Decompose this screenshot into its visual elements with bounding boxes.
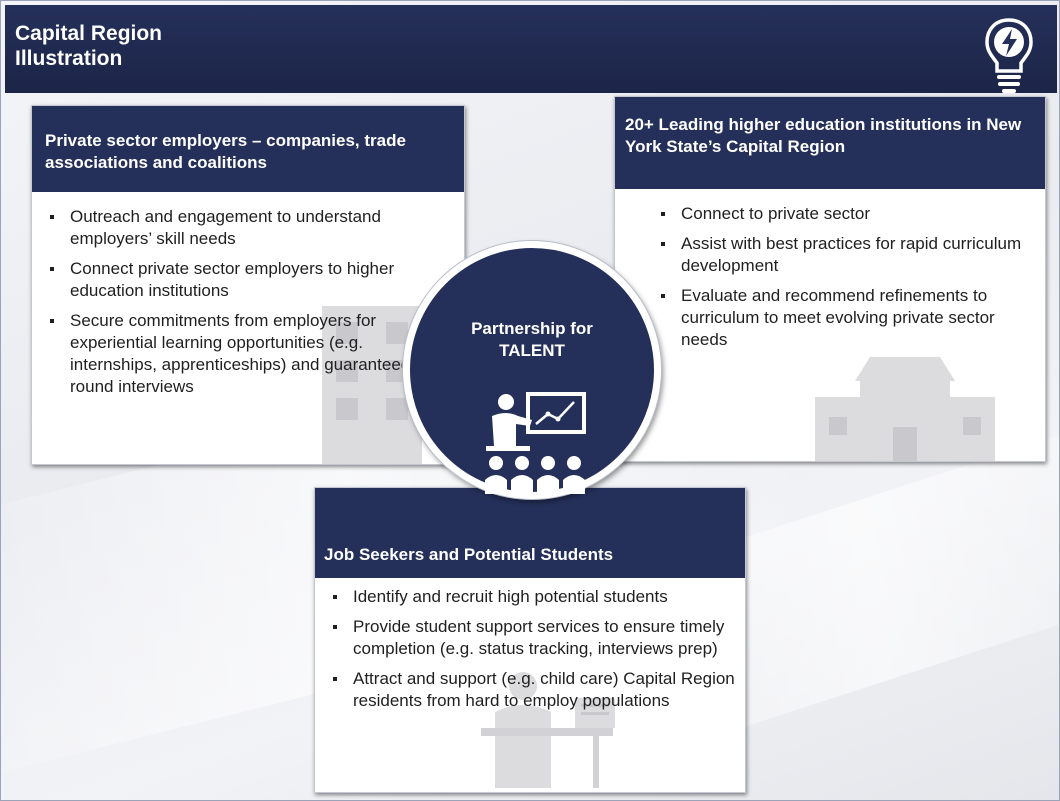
higher-ed-box: 20+ Leading higher education institution…	[614, 96, 1046, 462]
employers-heading: Private sector employers – companies, tr…	[32, 106, 464, 192]
list-item: Evaluate and recommend refinements to cu…	[655, 285, 1035, 351]
partnership-circle: Partnership for TALENT	[403, 241, 661, 499]
higher-ed-bullets: Connect to private sector Assist with be…	[615, 189, 1045, 351]
presenter-icon	[485, 392, 586, 494]
list-item: Provide student support services to ensu…	[327, 616, 737, 660]
list-item: Assist with best practices for rapid cur…	[655, 233, 1035, 277]
employers-bullets: Outreach and engagement to understand em…	[32, 192, 464, 398]
student-desk-icon	[481, 672, 615, 788]
list-item: Attract and support (e.g. child care) Ca…	[327, 668, 737, 712]
list-item: Secure commitments from employers for ex…	[44, 310, 454, 398]
students-box: Job Seekers and Potential Students Ident…	[314, 487, 746, 793]
partnership-label: Partnership for TALENT	[471, 319, 593, 360]
page-title: Capital Region Illustration	[15, 22, 163, 70]
university-icon	[815, 357, 995, 461]
students-bullets: Identify and recruit high potential stud…	[315, 578, 745, 712]
employers-box: Private sector employers – companies, tr…	[31, 105, 465, 465]
list-item: Outreach and engagement to understand em…	[44, 206, 454, 250]
list-item: Connect private sector employers to high…	[44, 258, 454, 302]
header-bar: Capital Region Illustration	[5, 5, 1057, 93]
list-item: Identify and recruit high potential stud…	[327, 586, 737, 608]
audience-icon	[485, 456, 585, 494]
lightbulb-icon	[985, 18, 1033, 93]
list-item: Connect to private sector	[655, 203, 1035, 225]
students-heading: Job Seekers and Potential Students	[315, 488, 745, 578]
higher-ed-heading: 20+ Leading higher education institution…	[615, 97, 1045, 189]
